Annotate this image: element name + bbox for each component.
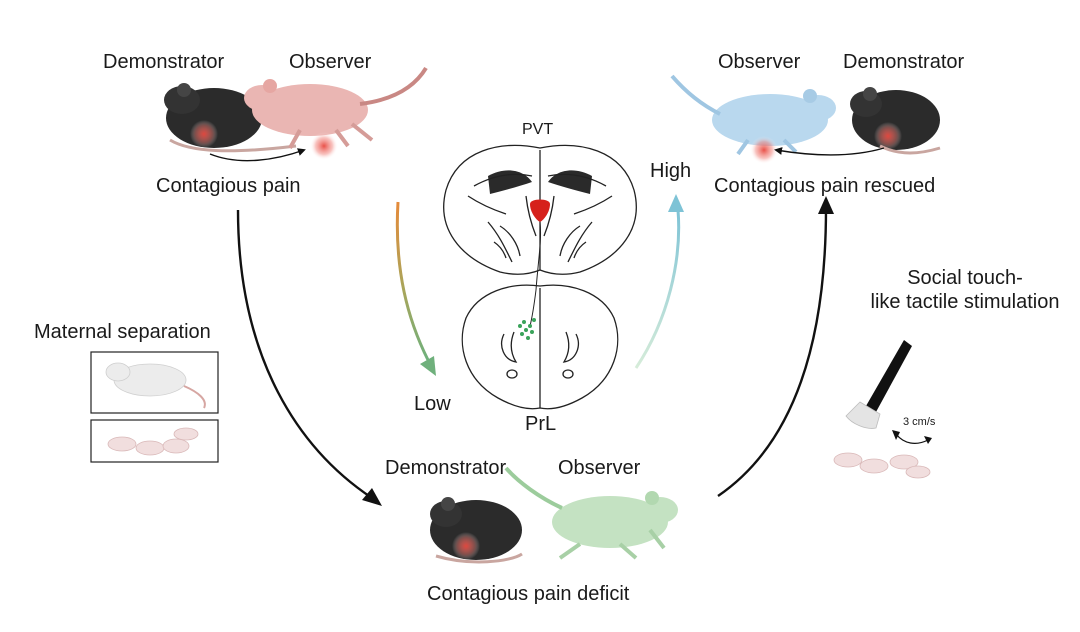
high-label: High [650,160,692,182]
pups-box [90,419,219,463]
speed-arrow-head-right [924,436,932,444]
observer-mouse-pink [244,66,428,160]
demonstrator-mouse-black-bottom [430,497,523,564]
pvt-label: PVT [522,121,554,138]
brush-icon [845,340,912,429]
arrow-to-deficit-head [362,488,382,506]
observer-mouse-blue [670,74,836,164]
brain-section-pvt [443,144,637,275]
green-cells [518,318,536,340]
tactile-title-line1: Social touch- [907,267,1023,289]
high-arrow [634,209,681,369]
top-right-caption: Contagious pain rescued [714,175,936,197]
top-right-observer-label: Observer [718,51,801,73]
brain-section-prl [461,284,619,410]
low-arrow [395,201,430,361]
low-arrow-head [420,356,436,376]
low-label: Low [414,393,451,415]
arrow-to-rescued-head [818,196,834,214]
tactile-stimulation-title: Social touch- like tactile stimulation [850,266,1080,315]
top-left-caption: Contagious pain [156,175,301,197]
speed-arrow [895,433,929,444]
pups-group-right [833,452,931,479]
speed-label: 3 cm/s [903,416,936,428]
demonstrator-mouse-black-right [850,87,941,155]
arrow-to-rescued [717,207,828,497]
maternal-separation-title: Maternal separation [34,321,211,343]
tactile-title-line2: like tactile stimulation [870,291,1060,314]
projection-line [529,221,542,327]
observer-mouse-green [504,466,678,560]
speed-arrow-head-left [892,430,900,440]
adult-mouse-box [90,351,219,414]
adult-mouse-white [105,362,206,409]
pain-transfer-arrow-left [209,148,306,162]
top-right-demonstrator-label: Demonstrator [843,51,965,73]
top-left-demonstrator-label: Demonstrator [103,51,225,73]
pain-transfer-arrow-right [774,147,885,156]
bottom-observer-label: Observer [558,457,641,479]
bottom-caption: Contagious pain deficit [427,583,630,605]
bottom-demonstrator-label: Demonstrator [385,457,507,479]
prl-label: PrL [525,413,557,435]
top-left-observer-label: Observer [289,51,372,73]
arrow-to-deficit [236,209,373,499]
demonstrator-mouse-black-left [164,83,297,153]
pups-group-left [107,427,199,456]
pvt-region [530,199,550,222]
high-arrow-head [668,194,684,212]
